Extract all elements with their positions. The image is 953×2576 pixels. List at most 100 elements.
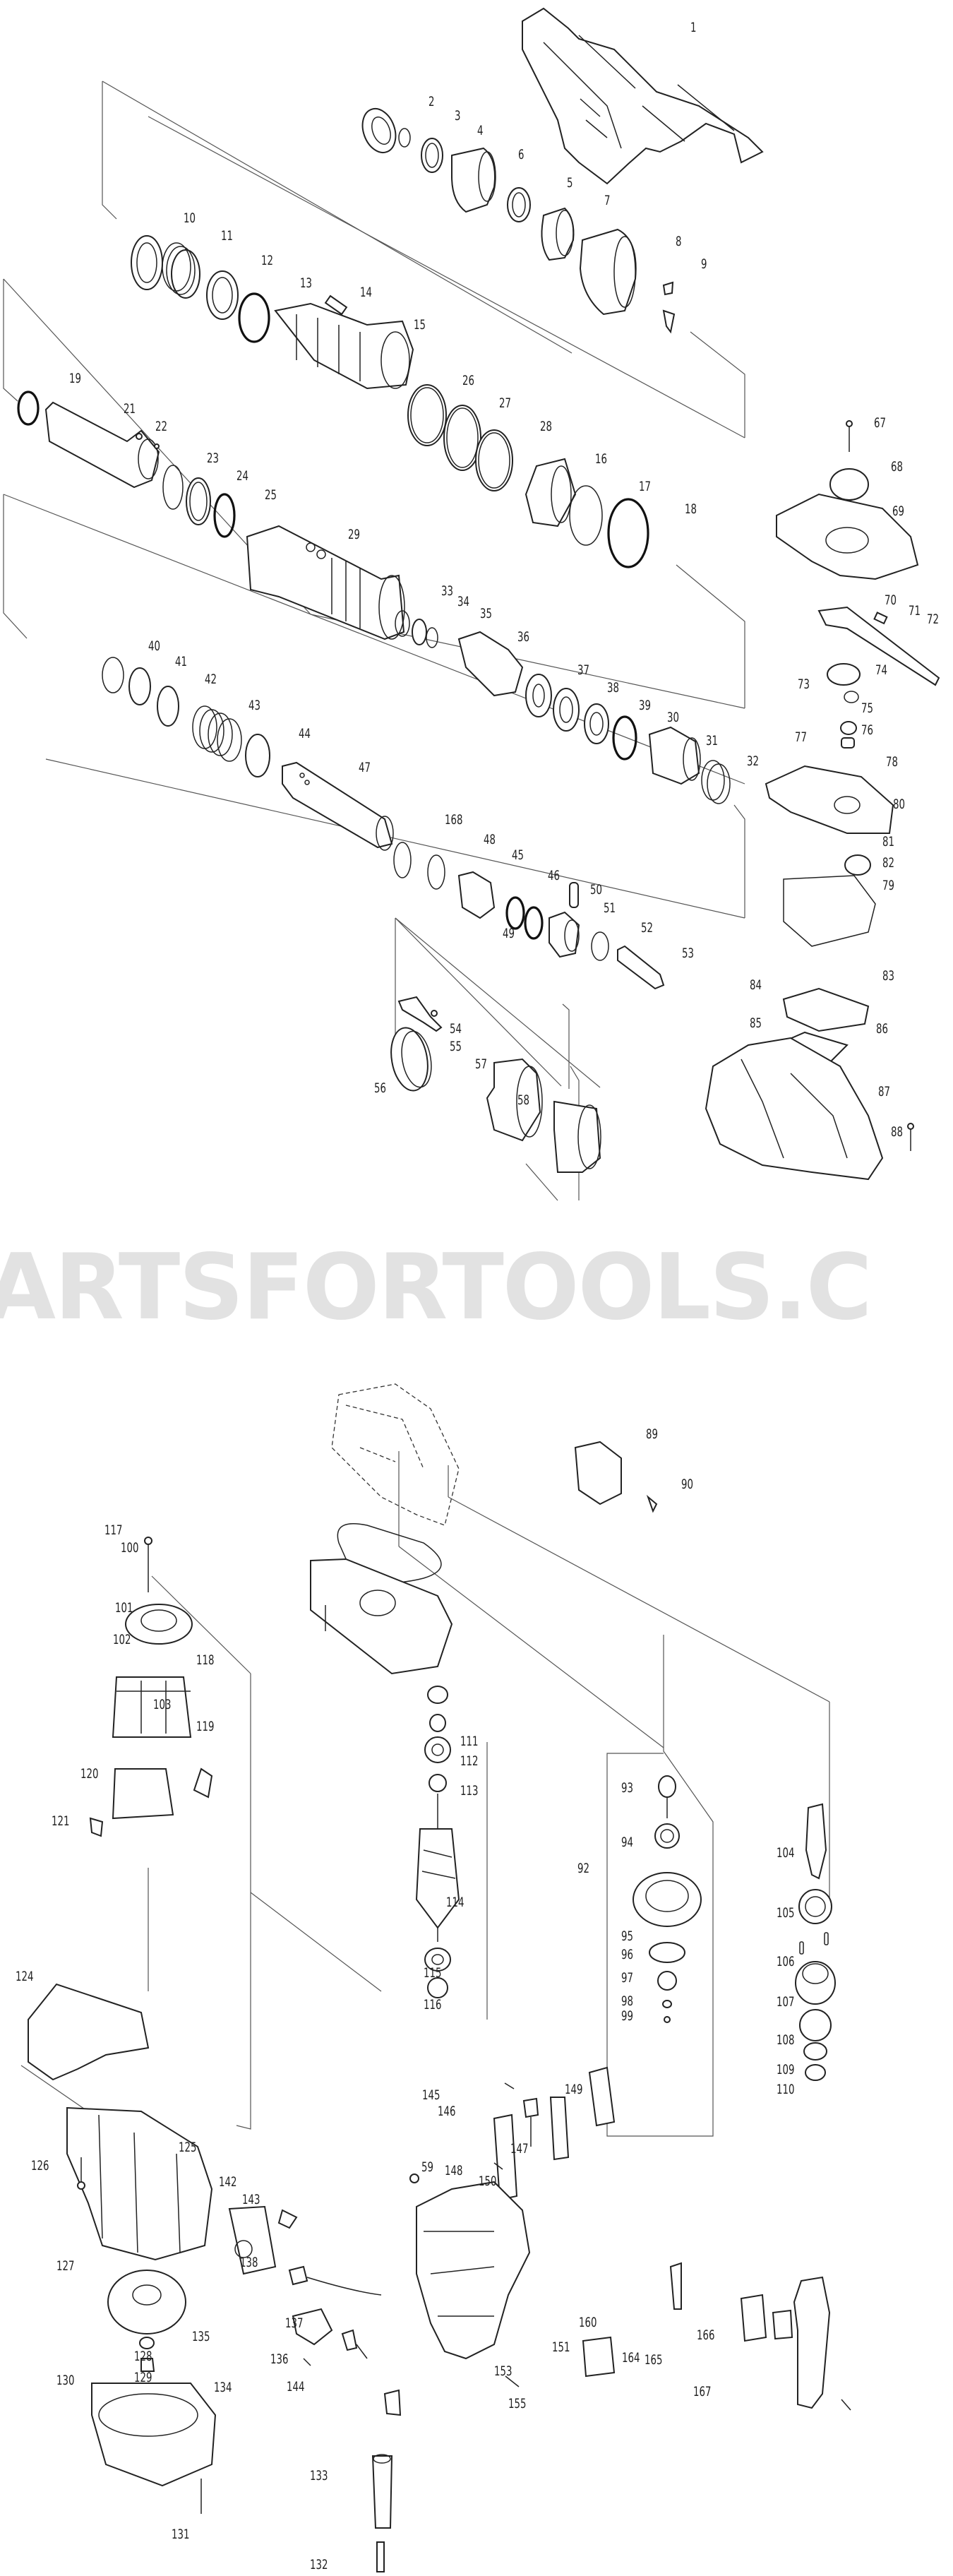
part-callout-107: 107 — [777, 1994, 795, 2010]
part-callout-108: 108 — [777, 2032, 795, 2048]
part-callout-11: 11 — [221, 228, 233, 244]
part-callout-82: 82 — [882, 855, 894, 871]
part-callout-79: 79 — [882, 878, 894, 893]
part-callout-116: 116 — [424, 1997, 442, 2012]
part-callout-101: 101 — [115, 1600, 133, 1616]
part-callout-167: 167 — [693, 2384, 712, 2399]
part-callout-128: 128 — [134, 2349, 152, 2364]
part-callout-131: 131 — [172, 2527, 190, 2542]
part-callout-114: 114 — [446, 1895, 464, 1910]
part-callout-74: 74 — [875, 662, 887, 678]
part-callout-120: 120 — [80, 1766, 99, 1782]
part-callout-150: 150 — [479, 2174, 497, 2189]
part-callout-73: 73 — [798, 676, 810, 692]
part-callout-4: 4 — [477, 123, 484, 138]
part-callout-13: 13 — [300, 275, 312, 291]
parts-132-144 — [228, 2205, 402, 2572]
part-callout-133: 133 — [310, 2468, 328, 2483]
part-callout-34: 34 — [457, 594, 469, 609]
part-callout-149: 149 — [565, 2082, 583, 2097]
part-callout-144: 144 — [287, 2379, 305, 2395]
parts-29-39 — [246, 525, 731, 804]
part-callout-134: 134 — [214, 2380, 232, 2395]
part-callout-153: 153 — [494, 2363, 513, 2379]
part-callout-90: 90 — [681, 1477, 693, 1492]
part-callout-97: 97 — [621, 1970, 633, 1986]
part-callout-39: 39 — [639, 698, 651, 713]
part-callout-14: 14 — [360, 285, 372, 300]
part-callout-94: 94 — [621, 1835, 633, 1850]
part-callout-121: 121 — [52, 1813, 70, 1829]
part-callout-38: 38 — [607, 680, 619, 696]
part-callout-105: 105 — [777, 1905, 795, 1921]
part-callout-147: 147 — [510, 2141, 529, 2157]
part-callout-19: 19 — [69, 371, 81, 386]
part-callout-87: 87 — [878, 1084, 890, 1099]
part-callout-130: 130 — [56, 2373, 75, 2388]
part-callout-6: 6 — [518, 147, 525, 162]
part-callout-76: 76 — [861, 722, 873, 738]
parts-145-167 — [409, 2066, 851, 2411]
part-callout-92: 92 — [577, 1861, 589, 1876]
part-callout-67: 67 — [874, 415, 886, 431]
part-callout-86: 86 — [876, 1021, 888, 1037]
part-callout-106: 106 — [777, 1954, 795, 1969]
part-callout-40: 40 — [148, 638, 160, 654]
part-callout-8: 8 — [676, 234, 682, 249]
part-callout-21: 21 — [124, 401, 136, 417]
part-callout-142: 142 — [219, 2174, 237, 2190]
part-callout-113: 113 — [460, 1783, 479, 1799]
part-callout-148: 148 — [445, 2163, 463, 2178]
part-callout-103: 103 — [153, 1697, 172, 1712]
part-callout-28: 28 — [540, 419, 552, 434]
part-callout-136: 136 — [270, 2351, 289, 2367]
part-callout-115: 115 — [424, 1965, 442, 1981]
parts-16-28 — [17, 384, 649, 568]
part-callout-24: 24 — [236, 468, 248, 484]
part-callout-111: 111 — [460, 1734, 479, 1749]
part-callout-47: 47 — [359, 760, 371, 775]
part-callout-53: 53 — [682, 946, 694, 961]
part-callout-110: 110 — [777, 2082, 795, 2097]
part-callout-166: 166 — [697, 2327, 715, 2343]
part-callout-168: 168 — [445, 812, 463, 828]
part-callout-72: 72 — [927, 612, 939, 627]
part-callout-32: 32 — [747, 753, 759, 769]
part-callout-100: 100 — [121, 1540, 139, 1556]
part-callout-68: 68 — [891, 459, 903, 475]
part-callout-95: 95 — [621, 1928, 633, 1944]
part-callout-118: 118 — [196, 1652, 215, 1668]
part-callout-3: 3 — [455, 108, 461, 124]
part-callout-25: 25 — [265, 487, 277, 503]
watermark-text: ARTSFORTOOLS.C — [0, 1235, 873, 1340]
parts-67-88 — [705, 420, 940, 1181]
part-callout-83: 83 — [882, 968, 894, 984]
part-callout-46: 46 — [548, 868, 560, 883]
part-callout-35: 35 — [480, 606, 492, 621]
part-callout-58: 58 — [517, 1092, 529, 1108]
part-callout-77: 77 — [795, 729, 807, 745]
part-callout-99: 99 — [621, 2008, 633, 2024]
parts-54-58 — [390, 996, 601, 1173]
part-callout-137: 137 — [285, 2315, 304, 2331]
part-callout-125: 125 — [179, 2140, 197, 2155]
part-callout-31: 31 — [706, 733, 718, 749]
part-callout-44: 44 — [299, 726, 311, 741]
part-callout-124: 124 — [16, 1969, 34, 1984]
part-callout-85: 85 — [750, 1015, 762, 1031]
part-callout-9: 9 — [701, 256, 707, 272]
part-callout-93: 93 — [621, 1780, 633, 1796]
part-callout-78: 78 — [886, 754, 898, 770]
part-callout-1: 1 — [690, 20, 697, 35]
part-callout-26: 26 — [462, 373, 474, 388]
part-callout-80: 80 — [893, 797, 905, 812]
part-callout-143: 143 — [242, 2192, 260, 2207]
part-callout-70: 70 — [885, 592, 897, 608]
part-callout-59: 59 — [421, 2159, 433, 2175]
part-callout-37: 37 — [577, 662, 589, 678]
part-callout-16: 16 — [595, 451, 607, 467]
part-callout-129: 129 — [134, 2370, 152, 2385]
part-callout-43: 43 — [248, 698, 260, 713]
